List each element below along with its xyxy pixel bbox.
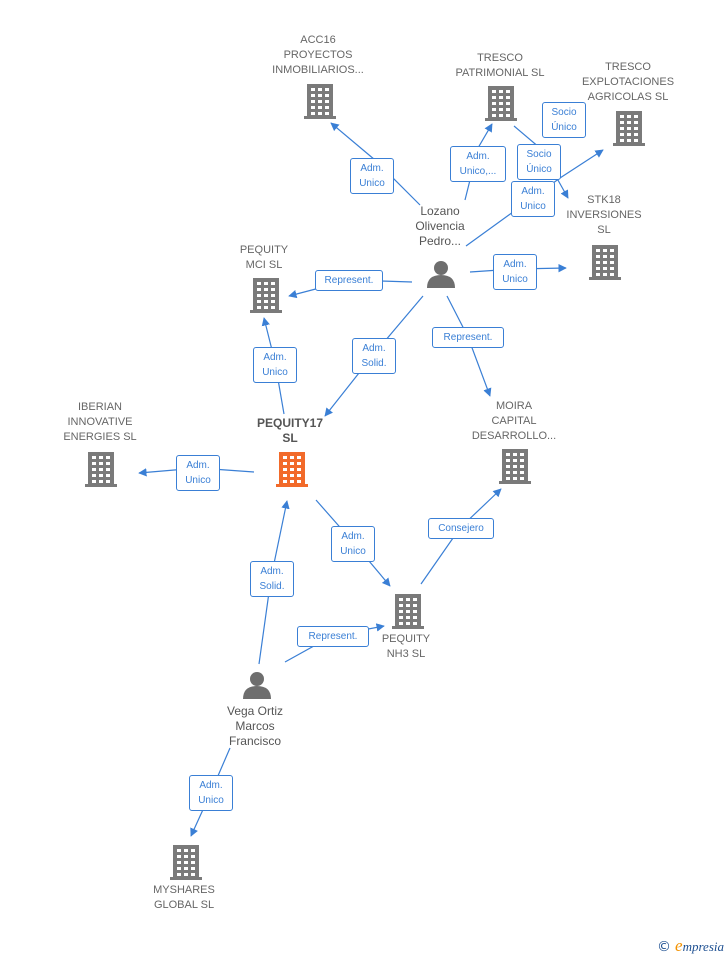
- rel-pequity17-pequity-nh3[interactable]: Adm. Unico: [331, 526, 375, 562]
- rel-pequity17-pequity-mci[interactable]: Adm. Unico: [253, 347, 297, 383]
- rel-lozano-stk18[interactable]: Adm. Unico: [493, 254, 537, 290]
- label-tresco-patrimonial[interactable]: TRESCO PATRIMONIAL SL: [455, 52, 545, 79]
- label-lozano[interactable]: Lozano Olivencia Pedro...: [415, 204, 465, 248]
- person-icon-vega[interactable]: [243, 672, 271, 699]
- rel-lozano-tresco-patrimonial[interactable]: Adm. Unico,...: [450, 146, 506, 182]
- rel-vega-pequity17[interactable]: Adm. Solid.: [250, 561, 294, 597]
- label-myshares[interactable]: MYSHARES GLOBAL SL: [153, 884, 215, 911]
- rel-vega-pequity-nh3[interactable]: Represent.: [297, 626, 369, 647]
- label-iberian[interactable]: IBERIAN INNOVATIVE ENERGIES SL: [63, 401, 137, 443]
- building-icon-iberian[interactable]: [85, 452, 117, 487]
- brand-initial: e: [675, 936, 683, 955]
- building-icon-moira[interactable]: [499, 449, 531, 484]
- label-pequity17[interactable]: PEQUITY17 SL: [256, 416, 324, 445]
- label-stk18[interactable]: STK18 INVERSIONES SL: [566, 194, 642, 236]
- label-acc16[interactable]: ACC16 PROYECTOS INMOBILIARIOS...: [272, 34, 364, 76]
- label-moira[interactable]: MOIRA CAPITAL DESARROLLO...: [471, 400, 557, 442]
- person-icon-lozano[interactable]: [427, 261, 455, 288]
- label-vega[interactable]: Vega Ortiz Marcos Francisco: [226, 704, 284, 748]
- rel-pequity-nh3-moira[interactable]: Consejero: [428, 518, 494, 539]
- empresia-logo[interactable]: ©empresia: [657, 936, 724, 956]
- rel-lozano-pequity17[interactable]: Adm. Solid.: [352, 338, 396, 374]
- building-icon-myshares[interactable]: [170, 845, 202, 880]
- rel-pequity17-iberian[interactable]: Adm. Unico: [176, 455, 220, 491]
- building-icon-tresco_patrimonial[interactable]: [485, 86, 517, 121]
- label-tresco-explotaciones[interactable]: TRESCO EXPLOTACIONES AGRICOLAS SL: [581, 61, 675, 103]
- rel-lozano-moira[interactable]: Represent.: [432, 327, 504, 348]
- rel-socio-unico-1[interactable]: Socio Único: [542, 102, 586, 138]
- brand-name: mpresia: [682, 939, 724, 954]
- building-icon-tresco_explotaciones[interactable]: [613, 111, 645, 146]
- building-icon-pequity17[interactable]: [276, 452, 308, 487]
- rel-lozano-pequity-mci[interactable]: Represent.: [315, 270, 383, 291]
- label-pequity-nh3[interactable]: PEQUITY NH3 SL: [381, 633, 431, 660]
- icons-layer: [85, 84, 645, 880]
- rel-lozano-acc16[interactable]: Adm. Unico: [350, 158, 394, 194]
- copyright-icon: ©: [657, 939, 672, 955]
- building-icon-pequity_nh3[interactable]: [392, 594, 424, 629]
- rel-vega-myshares[interactable]: Adm. Unico: [189, 775, 233, 811]
- rel-lozano-tresco-explotaciones[interactable]: Adm. Unico: [511, 181, 555, 217]
- building-icon-stk18[interactable]: [589, 245, 621, 280]
- building-icon-acc16[interactable]: [304, 84, 336, 119]
- rel-socio-unico-2[interactable]: Socio Único: [517, 144, 561, 180]
- label-pequity-mci[interactable]: PEQUITY MCI SL: [239, 244, 289, 271]
- building-icon-pequity_mci[interactable]: [250, 278, 282, 313]
